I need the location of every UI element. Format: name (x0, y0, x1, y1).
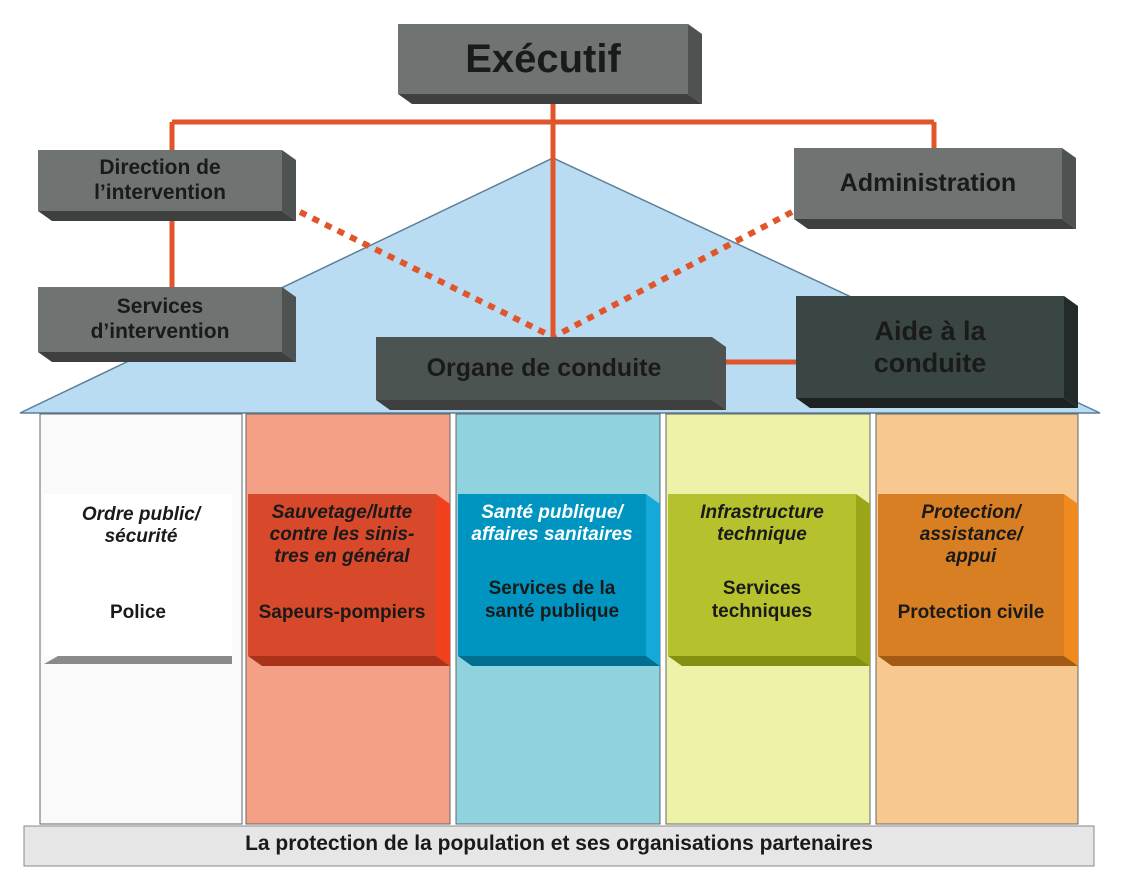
pillar-service-5: Protection civile (897, 602, 1045, 623)
solid-connectors (169, 104, 937, 365)
aide-box: Aide à la conduite (796, 296, 1064, 398)
pillar-title-1: Ordre public/ sécurité (81, 504, 201, 547)
pillar-title-5: Protection/ assistance/ appui (919, 502, 1023, 567)
admin-side (1062, 148, 1076, 229)
dotted-connectors (298, 209, 794, 340)
organe-bottom (376, 400, 726, 410)
pillar-card-3: Santé publique/ affaires sanitaires Serv… (458, 494, 646, 656)
exec-bottom (398, 94, 702, 104)
card-side-3 (646, 494, 660, 666)
footer-bar (23, 825, 1095, 867)
executif-box: Exécutif (398, 24, 688, 94)
card-side-5 (1064, 494, 1078, 666)
admin-bottom (794, 219, 1076, 229)
services-side (282, 287, 296, 362)
card-bottom-3 (458, 656, 660, 666)
card-side-4 (856, 494, 870, 666)
organe-side (712, 337, 726, 410)
direction-side (282, 150, 296, 221)
exec-side (688, 24, 702, 104)
direction-box: Direction de l’intervention (38, 150, 282, 211)
aide-side (1064, 296, 1078, 408)
pillar-card-1: Ordre public/ sécurité Police (44, 494, 232, 656)
pillar-service-3: Services de la santé publique (484, 578, 620, 622)
dotted-direction-organe (298, 209, 555, 340)
footer-label: La protection de la population et ses or… (245, 832, 873, 855)
services-intervention-label: Services d’intervention (90, 295, 230, 343)
pillar-service-4: Services techniques (711, 578, 813, 622)
pillar-title-3: Santé publique/ affaires sanitaires (471, 502, 633, 545)
pillar-title-4: Infrastructure technique (700, 502, 824, 545)
card-bottom-2 (248, 656, 450, 666)
card-bottom-4 (668, 656, 870, 666)
card-bottom-5 (878, 656, 1078, 666)
direction-label: Direction de l’intervention (94, 156, 226, 204)
pillar-service-2: Sapeurs-pompiers (258, 602, 426, 623)
administration-label: Administration (839, 169, 1017, 197)
services-bottom (38, 352, 296, 362)
pillar-card-2: Sauvetage/lutte contre les sinis- tres e… (248, 494, 436, 656)
organe-box: Organe de conduite (376, 337, 712, 400)
pillar-card-4: Infrastructure technique Services techni… (668, 494, 856, 656)
pillar-title-2: Sauvetage/lutte contre les sinis- tres e… (269, 502, 415, 567)
aide-bottom (796, 398, 1078, 408)
pillar-card-faces (44, 494, 1078, 666)
services-intervention-box: Services d’intervention (38, 287, 282, 352)
direction-bottom (38, 211, 296, 221)
executif-label: Exécutif (465, 36, 621, 81)
aide-label: Aide à la conduite (873, 315, 987, 378)
pillar-service-1: Police (110, 602, 166, 623)
administration-box: Administration (794, 148, 1062, 219)
box-faces (38, 24, 1078, 410)
pillar-card-5: Protection/ assistance/ appui Protection… (878, 494, 1064, 656)
card-side-2 (436, 494, 450, 666)
organe-label: Organe de conduite (426, 354, 662, 382)
dotted-admin-organe (551, 209, 794, 340)
